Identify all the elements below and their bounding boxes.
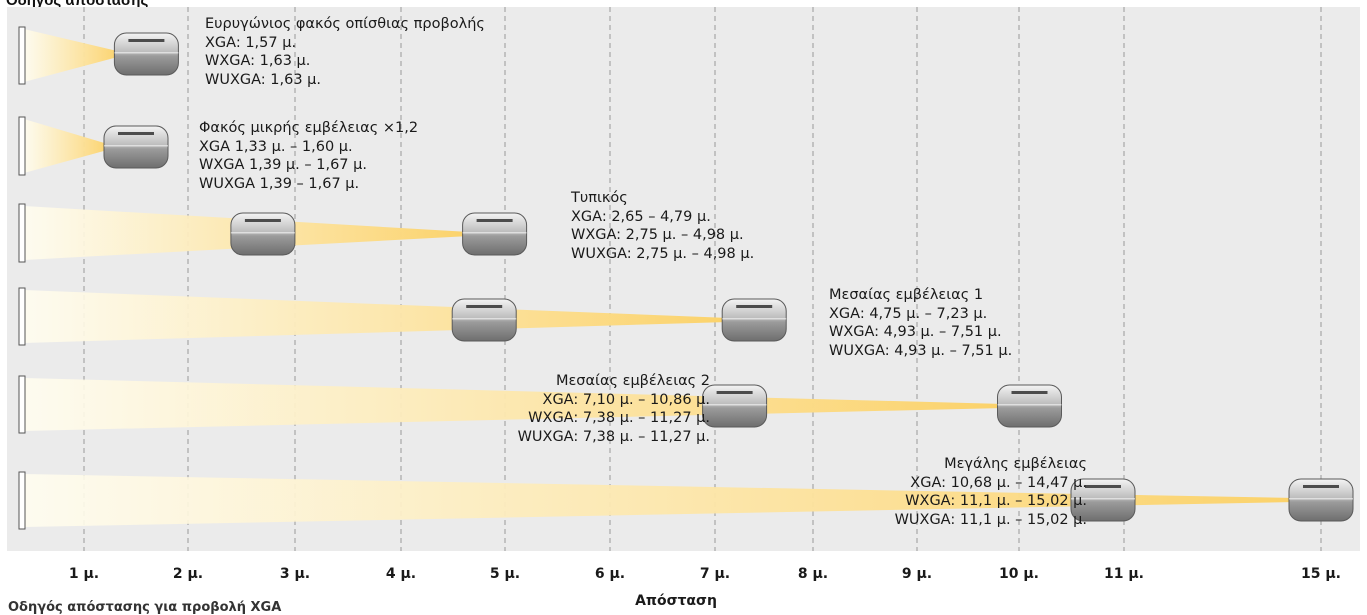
lens-spec-wuxga: WUXGA: 4,93 μ. – 7,51 μ. (829, 342, 1013, 359)
x-tick-label: 8 μ. (797, 566, 829, 582)
lens-spec-wxga: WXGA: 7,38 μ. – 11,27 μ. (528, 410, 710, 426)
footnote: Οδηγός απόστασης για προβολή XGA (8, 600, 282, 615)
projector-icon (113, 32, 179, 76)
lens-spec-wuxga: WUXGA: 7,38 μ. – 11,27 μ. (517, 428, 710, 445)
projector-body (462, 212, 528, 256)
screen-icon (18, 203, 26, 263)
lens-spec-xga: XGA: 1,57 μ. (205, 34, 297, 51)
screen-icon (18, 116, 26, 176)
projector-slot (118, 132, 154, 135)
projector-body (1070, 478, 1136, 522)
x-tick-label: 7 μ. (699, 566, 731, 582)
projector-slot (1011, 391, 1048, 394)
x-tick-label: 1 μ. (68, 566, 100, 582)
lens-spec-wxga: WXGA: 11,1 μ. – 15,02 μ. (905, 493, 1087, 509)
projector-body (113, 32, 179, 76)
projector-highlight (462, 232, 527, 234)
projector-icon (230, 212, 296, 256)
lens-name: Μεσαίας εμβέλειας 2 (555, 373, 710, 389)
x-tick-label: 9 μ. (901, 566, 933, 582)
projector-icon (721, 298, 787, 342)
projector-highlight (1071, 498, 1135, 500)
screen-icon (18, 26, 26, 85)
lens-spec-wuxga: WUXGA 1,39 – 1,67 μ. (199, 175, 360, 192)
x-tick-label: 10 μ. (999, 566, 1039, 582)
lens-spec-wxga: WXGA: 2,75 μ. – 4,98 μ. (571, 227, 744, 243)
lens-spec-xga: XGA 1,33 μ. – 1,60 μ. (199, 138, 353, 155)
projector-icon (702, 384, 768, 428)
lens-label-mid-throw-1: Μεσαίας εμβέλειας 1 XGA: 4,75 μ. – 7,23 … (829, 286, 1012, 360)
lens-spec-xga: XGA: 7,10 μ. – 10,86 μ. (542, 391, 710, 408)
projector-highlight (722, 318, 787, 320)
projector-highlight (230, 232, 295, 234)
x-tick-label: 3 μ. (279, 566, 311, 582)
projector-icon (1288, 478, 1354, 522)
projector-body (702, 384, 768, 428)
projector-slot (716, 391, 753, 394)
x-tick-label: 2 μ. (172, 566, 204, 582)
projector-slot (476, 219, 513, 222)
lens-label-standard: Τυπικός XGA: 2,65 – 4,79 μ. WXGA: 2,75 μ… (571, 189, 754, 263)
projector-icon (462, 212, 528, 256)
x-axis-title: Απόσταση (635, 593, 717, 609)
projector-highlight (1289, 498, 1353, 500)
lens-label-mid-throw-2: Μεσαίας εμβέλειας 2 XGA: 7,10 μ. – 10,86… (518, 372, 710, 446)
projector-highlight (114, 52, 179, 54)
lens-name: Μεγάλης εμβέλειας (944, 456, 1087, 472)
projector-body (451, 298, 517, 342)
lens-spec-xga: XGA: 4,75 μ. – 7,23 μ. (829, 305, 988, 322)
light-beam (24, 290, 730, 343)
lens-spec-wuxga: WUXGA: 2,75 μ. – 4,98 μ. (571, 245, 755, 262)
lens-name: Ευρυγώνιος φακός οπίσθιας προβολής (205, 16, 485, 32)
lens-spec-wxga: WXGA: 4,93 μ. – 7,51 μ. (829, 324, 1002, 340)
projector-body (997, 384, 1062, 428)
light-beam (24, 378, 1005, 431)
projector-highlight (104, 145, 168, 147)
projector-body (103, 125, 169, 169)
diagram-panel (7, 7, 1360, 551)
screen-icon (18, 471, 26, 530)
screen-icon (18, 375, 26, 434)
screen-icon (18, 287, 26, 346)
projector-slot (466, 305, 503, 308)
header-title: Οδηγός απόστασης (6, 0, 149, 9)
projector-slot (128, 39, 165, 42)
projector-slot (1303, 485, 1339, 488)
lens-label-wide-rear: Ευρυγώνιος φακός οπίσθιας προβολής XGA: … (205, 15, 485, 89)
projector-slot (1085, 485, 1121, 488)
x-tick-label: 4 μ. (385, 566, 417, 582)
projector-icon (451, 298, 517, 342)
projector-body (230, 212, 296, 256)
lens-spec-wxga: WXGA 1,39 μ. – 1,67 μ. (199, 157, 367, 173)
projector-highlight (702, 404, 767, 406)
projector-slot (736, 305, 773, 308)
lens-spec-wxga: WXGA: 1,63 μ. (205, 53, 311, 69)
x-tick-label: 15 μ. (1301, 566, 1341, 582)
light-beam (24, 119, 111, 173)
lens-spec-xga: XGA: 2,65 – 4,79 μ. (571, 208, 711, 225)
x-tick-label: 6 μ. (594, 566, 626, 582)
projector-icon (997, 384, 1062, 428)
lens-label-long-throw: Μεγάλης εμβέλειας XGA: 10,68 μ. – 14,47 … (895, 455, 1087, 529)
lens-name: Μεσαίας εμβέλειας 1 (829, 287, 984, 303)
projector-icon (103, 125, 169, 169)
light-beam (24, 29, 122, 82)
lens-spec-wuxga: WUXGA: 1,63 μ. (205, 71, 322, 88)
x-tick-label: 5 μ. (489, 566, 521, 582)
projector-slot (244, 219, 281, 222)
lens-name: Φακός μικρής εμβέλειας ×1,2 (199, 120, 419, 136)
lens-spec-wuxga: WUXGA: 11,1 μ. – 15,02 μ. (894, 511, 1087, 528)
projector-highlight (452, 318, 517, 320)
light-beam (24, 474, 1296, 527)
projector-icon (1070, 478, 1136, 522)
projector-highlight (997, 404, 1062, 406)
projector-body (1288, 478, 1354, 522)
lens-spec-xga: XGA: 10,68 μ. – 14,47 μ. (910, 474, 1087, 491)
lens-name: Τυπικός (571, 190, 628, 206)
x-tick-label: 11 μ. (1104, 566, 1144, 582)
lens-label-short-throw: Φακός μικρής εμβέλειας ×1,2 XGA 1,33 μ. … (199, 119, 418, 193)
projector-body (721, 298, 787, 342)
